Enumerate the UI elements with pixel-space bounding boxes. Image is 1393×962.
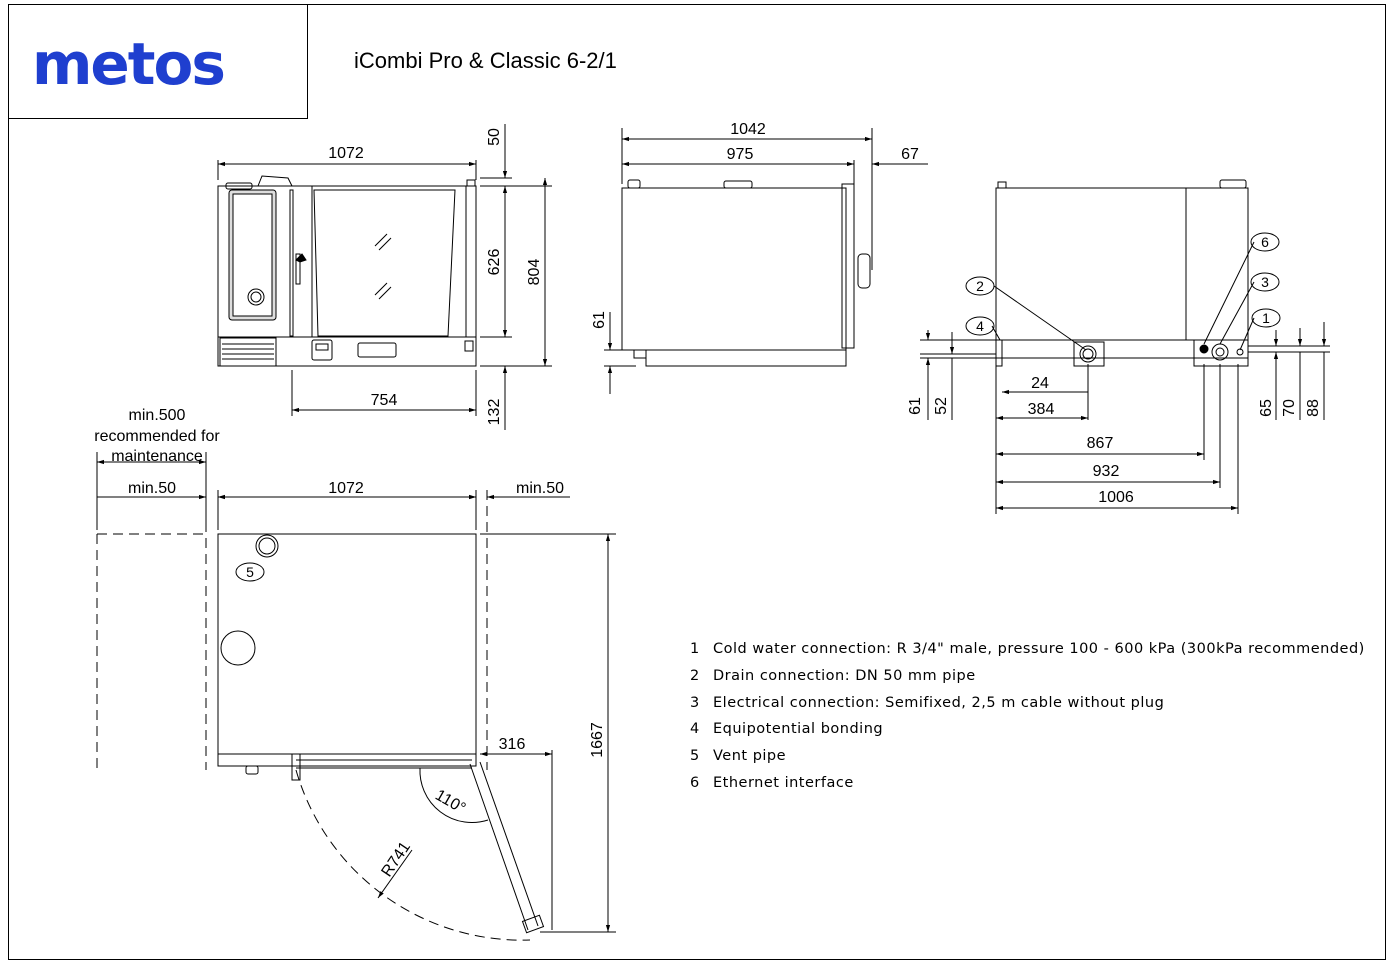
dim-handle: 67 (901, 146, 919, 163)
side-view (604, 128, 928, 394)
legend-number: 4 (690, 721, 700, 738)
dim-rear-88: 88 (1305, 399, 1322, 417)
legend-item: 1 Cold water connection: R 3/4" male, pre… (690, 636, 1365, 663)
dim-total-height: 804 (526, 259, 543, 286)
legend-text: Vent pipe (713, 748, 787, 765)
callout-1: 1 (1262, 310, 1270, 326)
dim-rear-65: 65 (1258, 399, 1275, 417)
dim-rear-867: 867 (1087, 435, 1114, 452)
drawing-title: iCombi Pro & Classic 6-2/1 (354, 48, 617, 73)
callout-5: 5 (246, 564, 254, 580)
front-view (217, 124, 552, 430)
callout-2: 2 (976, 278, 984, 294)
legend-number: 2 (690, 667, 700, 684)
legend-item: 6 Ethernet interface (690, 770, 1365, 797)
dim-side-foot: 61 (591, 311, 608, 329)
plan-view (96, 452, 616, 941)
dim-rear-24: 24 (1031, 375, 1049, 392)
legend-number: 6 (690, 774, 700, 791)
legend-text: Drain connection: DN 50 mm pipe (713, 667, 976, 684)
drawing-frame (8, 4, 1386, 960)
dim-min-right: min.50 (516, 480, 564, 497)
door-radius: R741 (379, 839, 415, 880)
dim-plan-width: 1072 (328, 480, 364, 497)
legend-number: 5 (690, 748, 700, 765)
clearance-line-3: maintenance (111, 448, 203, 465)
dim-depth-body: 975 (727, 146, 754, 163)
dim-min-left: min.50 (128, 480, 176, 497)
dim-plan-depth: 1667 (589, 722, 606, 758)
callout-3: 3 (1261, 274, 1269, 290)
connection-legend: 1 Cold water connection: R 3/4" male, pre… (690, 636, 1365, 797)
dim-rear-70: 70 (1281, 399, 1298, 417)
dim-base: 132 (486, 399, 503, 426)
rear-view (920, 179, 1330, 514)
legend-number: 1 (690, 641, 700, 657)
legend-text: Ethernet interface (713, 774, 854, 791)
legend-text: Cold water connection: R 3/4" male, pres… (713, 641, 1365, 657)
callout-6: 6 (1261, 234, 1269, 250)
dim-depth-total: 1042 (730, 121, 766, 138)
dim-front-width: 1072 (328, 145, 364, 162)
brand-logo: metos (32, 30, 226, 98)
dim-rear-61: 61 (907, 397, 924, 415)
clearance-line-2: recommended for (94, 428, 220, 445)
legend-item: 5 Vent pipe (690, 743, 1365, 770)
door-angle: 110° (432, 787, 468, 818)
legend-number: 3 (690, 694, 700, 711)
legend-text: Electrical connection: Semifixed, 2,5 m … (713, 694, 1165, 711)
legend-item: 2 Drain connection: DN 50 mm pipe (690, 663, 1365, 690)
dim-rear-932: 932 (1093, 463, 1120, 480)
dim-rear-384: 384 (1028, 401, 1055, 418)
callout-4: 4 (976, 318, 984, 334)
legend-item: 3 Electrical connection: Semifixed, 2,5 m… (690, 690, 1365, 717)
legend-item: 4 Equipotential bonding (690, 716, 1365, 743)
clearance-line-1: min.500 (129, 407, 186, 424)
dim-rear-1006: 1006 (1098, 489, 1134, 506)
dim-door-width: 754 (371, 392, 398, 409)
logo-box (8, 4, 308, 119)
dim-door-height: 626 (486, 249, 503, 276)
legend-text: Equipotential bonding (713, 721, 884, 738)
dim-rear-52: 52 (933, 397, 950, 415)
dim-door-swing: 316 (499, 736, 526, 753)
dim-top-offset: 50 (486, 128, 503, 146)
